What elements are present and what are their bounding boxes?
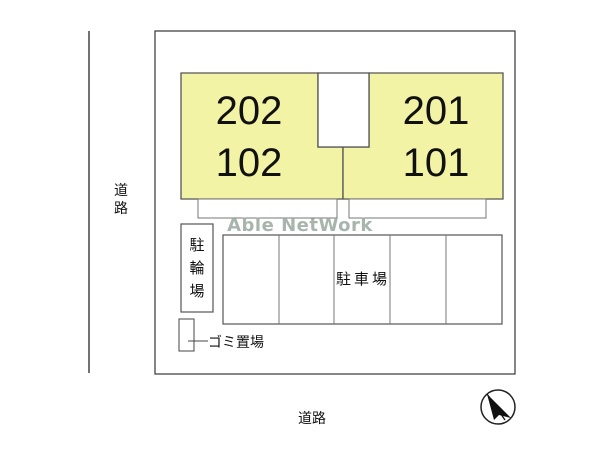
- bicycle-parking-char-3: 場: [189, 282, 204, 300]
- bottom-road-label: 道路: [298, 411, 326, 427]
- left-road-label-char-1: 道: [114, 183, 128, 199]
- car-parking-label: 駐車場: [336, 270, 390, 288]
- garbage-label: ゴミ置場: [208, 334, 264, 351]
- car-parking-area: [222, 234, 503, 325]
- left-road-label-char-2: 路: [114, 201, 128, 217]
- balcony-left: [197, 198, 338, 219]
- north-arrow-icon: [480, 389, 516, 425]
- bicycle-parking-char-2: 輪: [189, 259, 204, 277]
- unit-201: 201: [403, 89, 470, 133]
- unit-102: 102: [216, 141, 283, 185]
- unit-202: 202: [216, 89, 283, 133]
- bicycle-parking-area: [180, 223, 214, 313]
- property-boundary: [154, 30, 516, 375]
- balcony-right: [348, 198, 487, 219]
- garbage-area: [178, 318, 195, 352]
- stairwell: [317, 72, 370, 148]
- unit-101: 101: [403, 141, 470, 185]
- watermark: Able NetWork: [227, 215, 373, 236]
- bicycle-parking-char-1: 駐: [189, 236, 204, 254]
